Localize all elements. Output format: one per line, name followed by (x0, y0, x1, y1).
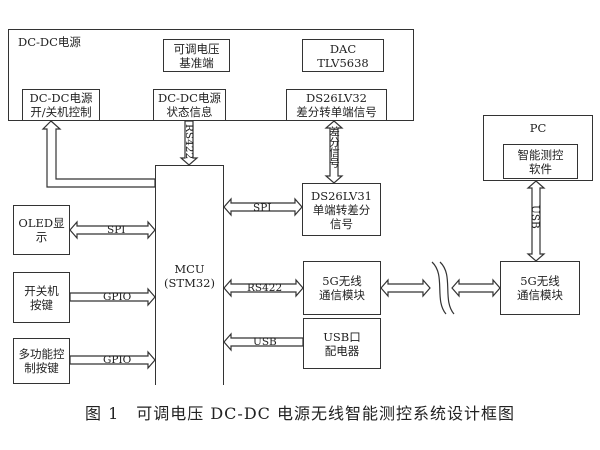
text: 开关机 (24, 283, 59, 298)
rs422-status-arrow (179, 120, 199, 166)
text: (STM32) (164, 275, 215, 290)
usb-relay-label: USB (253, 336, 277, 348)
wireless-break-symbol (431, 261, 447, 315)
text: OLED显示 (18, 216, 65, 244)
gpio2-label: GPIO (103, 354, 132, 366)
wireless-link-left (380, 278, 431, 298)
spi-ds31-label: SPI (253, 202, 272, 214)
onoff-control-arrow (41, 120, 156, 188)
text: 开/关机控制 (30, 105, 92, 119)
text: DC-DC电源 (29, 91, 93, 105)
multi-key-box: 多功能控制按键 (13, 338, 70, 384)
dcdc-title: DC-DC电源 (18, 35, 81, 49)
wireless-link-right (451, 278, 501, 298)
text: DS26LV31 (311, 188, 372, 203)
text: DC-DC电源 (158, 91, 221, 105)
text: 制按键 (24, 361, 59, 375)
text: 配电器 (324, 343, 360, 358)
text: 单端转差分 (312, 202, 371, 217)
text: 按键 (30, 297, 53, 312)
usb-pc-label: USB (529, 205, 541, 229)
adjustable-reference-box: 可调电压基准端 (163, 39, 230, 72)
text: 5G无线 (322, 274, 362, 288)
diff-signal-label: 差分信号 (328, 126, 340, 168)
text: DS26LV32 (306, 91, 367, 105)
gpio1-label: GPIO (103, 291, 132, 303)
text: MCU (174, 261, 205, 276)
gpio2-arrow (69, 350, 156, 370)
usb-relay-box: USB口配电器 (303, 318, 381, 369)
spi-oled-label: SPI (107, 224, 126, 236)
gpio1-arrow (69, 287, 156, 307)
text: 通信模块 (517, 288, 563, 302)
onoff-control-box: DC-DC电源开/关机控制 (22, 89, 100, 121)
mcu-box: MCU(STM32) (155, 165, 224, 385)
figure-caption: 图 1 可调电压 DC-DC 电源无线智能测控系统设计框图 (85, 404, 515, 423)
oled-box: OLED显示 (13, 205, 70, 255)
text: DAC (329, 41, 357, 56)
rs422-5g-label: RS422 (247, 282, 283, 294)
wireless-module-local: 5G无线通信模块 (303, 261, 381, 315)
text: 状态信息 (166, 105, 213, 119)
text: 差分转单端信号 (296, 105, 377, 119)
pc-title: PC (529, 121, 547, 135)
text: 软件 (529, 161, 552, 176)
power-key-box: 开关机按键 (13, 272, 70, 323)
text: 可调电压 (173, 41, 220, 56)
text: TLV5638 (317, 55, 369, 70)
text: 基准端 (179, 55, 214, 70)
software-box: 智能测控软件 (503, 144, 578, 179)
text: 通信模块 (319, 288, 365, 302)
wireless-module-remote: 5G无线通信模块 (500, 261, 580, 315)
rs422-status-label: RS422 (183, 124, 195, 160)
text: USB口 (323, 329, 361, 344)
text: 信号 (330, 216, 353, 231)
wireless-break-symbol (439, 261, 455, 315)
text: 5G无线 (520, 274, 560, 288)
status-info-box: DC-DC电源状态信息 (153, 89, 226, 121)
text: 智能测控 (517, 147, 564, 162)
text: 多功能控 (18, 347, 65, 361)
